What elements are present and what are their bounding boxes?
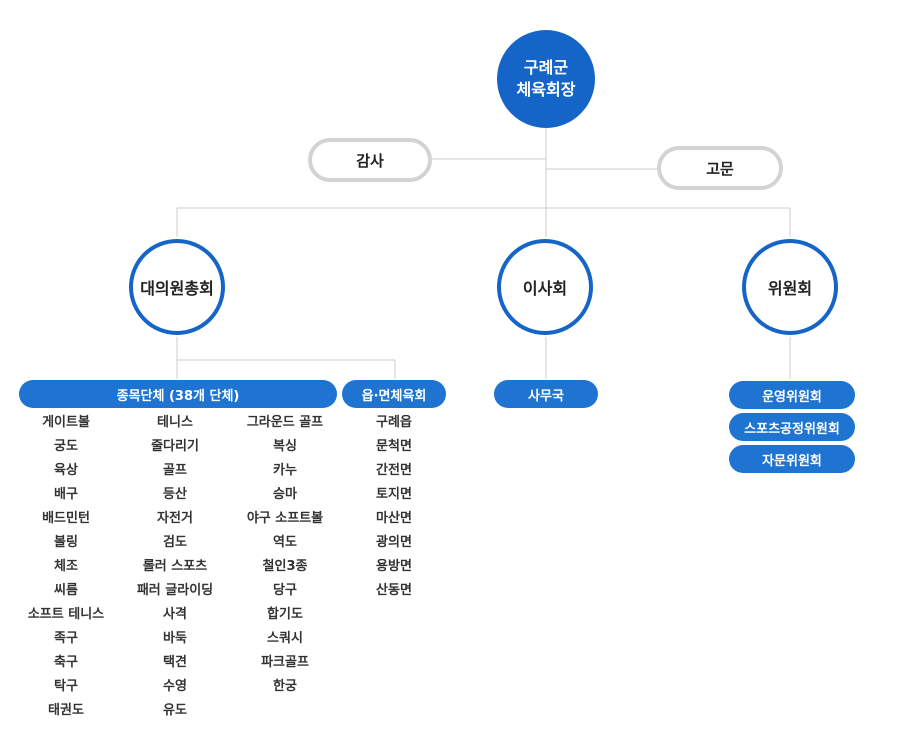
list-item: 배드민턴 (42, 511, 90, 526)
list-item: 바둑 (163, 631, 187, 646)
list-item: 볼링 (54, 535, 78, 550)
list-item: 문척면 (376, 439, 412, 454)
committee-item-advisory: 자문위원회 (729, 445, 855, 473)
list-item: 철인3종 (262, 559, 308, 574)
list-item: 롤러 스포츠 (142, 559, 208, 574)
sports-groups-bar: 종목단체 (38개 단체) (19, 380, 337, 408)
list-item: 복싱 (273, 439, 297, 454)
list-item: 광의면 (376, 535, 412, 550)
committee-item-fairness: 스포츠공정위원회 (729, 413, 855, 441)
list-item: 토지면 (376, 487, 412, 502)
list-item: 테니스 (157, 415, 193, 430)
list-item: 족구 (54, 631, 78, 646)
list-item: 패러 글라이딩 (136, 583, 214, 598)
committee-item-operations: 운영위원회 (729, 381, 855, 409)
list-item: 체조 (54, 559, 78, 574)
list-item: 그라운드 골프 (246, 415, 324, 430)
town-list: 구례읍 문척면 간전면 토지면 마산면 광의면 용방면 산동면 (342, 415, 446, 607)
list-item: 한궁 (273, 679, 297, 694)
list-item: 야구 소프트볼 (246, 511, 324, 526)
list-item: 승마 (273, 487, 297, 502)
list-item: 간전면 (376, 463, 412, 478)
sports-list-col3: 그라운드 골프 복싱 카누 승마 야구 소프트볼 역도 철인3종 당구 합기도 … (225, 415, 345, 703)
list-item: 등산 (163, 487, 187, 502)
president-title-line2: 체육회장 (516, 80, 576, 99)
town-association-bar: 읍·면체육회 (342, 380, 446, 408)
sports-council-president-node: 구례군 체육회장 (497, 30, 595, 128)
list-item: 축구 (54, 655, 78, 670)
list-item: 스쿼시 (267, 631, 303, 646)
list-item: 골프 (163, 463, 187, 478)
general-assembly-node: 대의원총회 (129, 239, 225, 335)
committee-node: 위원회 (742, 239, 838, 335)
list-item: 용방면 (376, 559, 412, 574)
list-item: 택견 (163, 655, 187, 670)
list-item: 소프트 테니스 (27, 607, 105, 622)
list-item: 육상 (54, 463, 78, 478)
president-title-line1: 구례군 (523, 58, 569, 77)
sports-list-col1: 게이트볼 궁도 육상 배구 배드민턴 볼링 체조 씨름 소프트 테니스 족구 축… (6, 415, 126, 727)
sports-list-col2: 테니스 줄다리기 골프 등산 자전거 검도 롤러 스포츠 패러 글라이딩 사격 … (115, 415, 235, 727)
advisor-box: 고문 (657, 146, 783, 190)
list-item: 검도 (163, 535, 187, 550)
list-item: 유도 (163, 703, 187, 718)
list-item: 수영 (163, 679, 187, 694)
auditor-box: 감사 (308, 138, 432, 182)
list-item: 당구 (273, 583, 297, 598)
list-item: 구례읍 (376, 415, 412, 430)
list-item: 산동면 (376, 583, 412, 598)
list-item: 합기도 (267, 607, 303, 622)
list-item: 궁도 (54, 439, 78, 454)
list-item: 탁구 (54, 679, 78, 694)
list-item: 파크골프 (261, 655, 309, 670)
list-item: 마산면 (376, 511, 412, 526)
list-item: 씨름 (54, 583, 78, 598)
list-item: 역도 (273, 535, 297, 550)
list-item: 줄다리기 (151, 439, 199, 454)
list-item: 배구 (54, 487, 78, 502)
list-item: 카누 (273, 463, 297, 478)
list-item: 사격 (163, 607, 187, 622)
list-item: 태권도 (48, 703, 84, 718)
list-item: 자전거 (157, 511, 193, 526)
board-node: 이사회 (497, 239, 593, 335)
secretariat-bar: 사무국 (494, 380, 598, 408)
list-item: 게이트볼 (42, 415, 90, 430)
